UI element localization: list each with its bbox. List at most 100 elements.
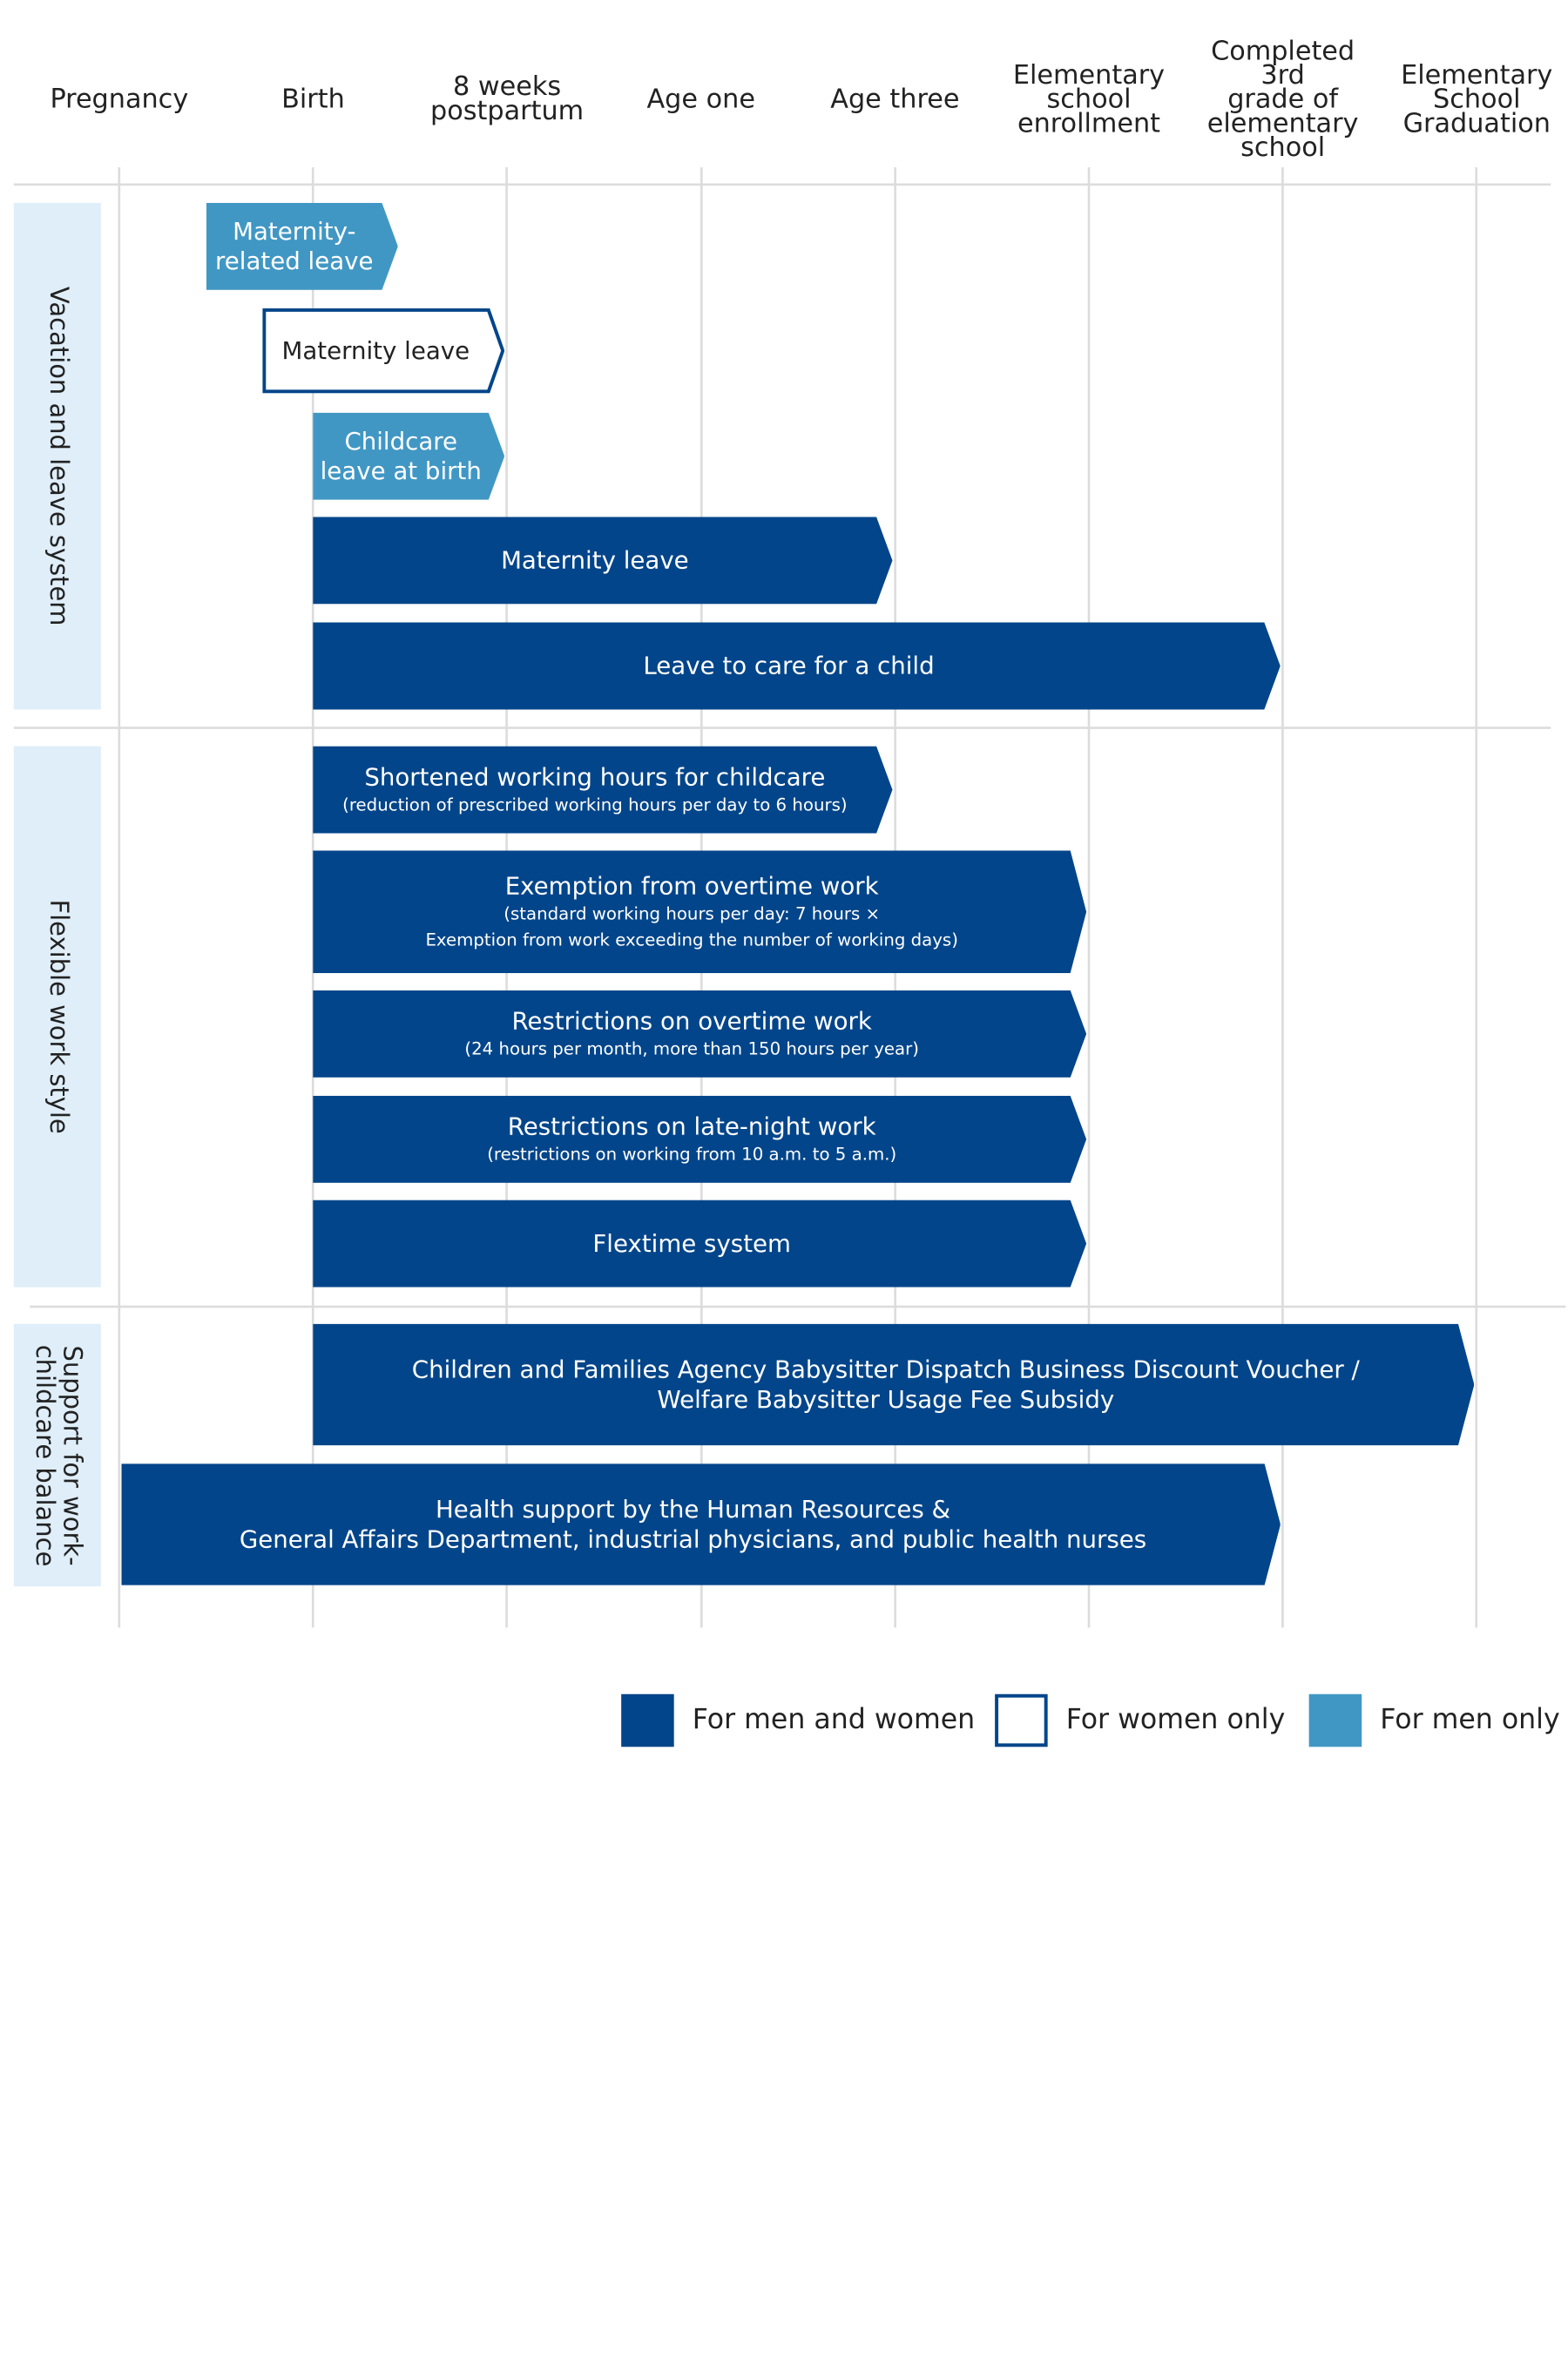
legend-swatch-men-and-women xyxy=(621,1693,674,1747)
program-subtitle: (24 hours per month, more than 150 hours… xyxy=(464,1038,919,1059)
stage-label: Age one xyxy=(604,59,799,139)
program-arrow-shape xyxy=(313,622,1281,710)
section-divider xyxy=(13,727,1551,729)
program-bar: Exemption from overtime work(standard wo… xyxy=(313,850,1087,974)
program-arrow-polygon xyxy=(313,622,1281,710)
section-divider xyxy=(30,1305,1566,1308)
stage-label-line: elementary xyxy=(1206,108,1359,139)
program-title: Shortened working hours for childcare xyxy=(364,762,826,791)
program-text: Shortened working hours for childcare(re… xyxy=(342,761,863,817)
legend-label: For men only xyxy=(1380,1703,1560,1736)
stage-label: Pregnancy xyxy=(22,59,217,139)
category-label: Support for work-childcare balance xyxy=(13,1323,101,1587)
program-title: Restrictions on late-night work xyxy=(507,1112,876,1140)
legend-swatch-men-only xyxy=(1308,1693,1362,1747)
program-title: Childcare xyxy=(344,427,458,456)
program-bar: Flextime system xyxy=(313,1200,1087,1288)
stage-label-line: Birth xyxy=(281,84,345,114)
program-text: Children and Families Agency Babysitter … xyxy=(412,1355,1376,1414)
program-arrow-shape xyxy=(313,990,1087,1078)
program-subtitle: Exemption from work exceeding the number… xyxy=(425,929,958,950)
program-text: Maternity leave xyxy=(501,545,705,575)
program-subtitle: (standard working hours per day: 7 hours… xyxy=(504,902,881,923)
stage-label-line: Elementary xyxy=(1401,60,1553,91)
program-bar: Maternity-related leave xyxy=(206,202,398,290)
program-title: Children and Families Agency Babysitter … xyxy=(411,1355,1360,1384)
category-label: Flexible work style xyxy=(13,746,101,1288)
program-title: Maternity- xyxy=(233,218,356,246)
program-arrow-polygon xyxy=(313,850,1087,974)
program-text: Maternity leave xyxy=(282,336,486,366)
program-title: leave at birth xyxy=(320,457,482,485)
stage-label-line: School xyxy=(1433,84,1521,114)
section-divider xyxy=(13,183,1551,186)
program-bar: Shortened working hours for childcare(re… xyxy=(313,746,893,834)
program-arrow-polygon xyxy=(262,308,505,394)
program-text: Flextime system xyxy=(592,1229,807,1259)
stage-label-line: Elementary xyxy=(1012,60,1166,91)
stage-label-line: school xyxy=(1240,132,1326,163)
program-arrow-shape xyxy=(313,1095,1087,1183)
category-text: Support for work-childcare balance xyxy=(30,1344,86,1566)
program-bar: Health support by the Human Resources &G… xyxy=(121,1463,1281,1585)
category-text-line: Flexible work style xyxy=(44,899,72,1134)
program-title: General Affairs Department, industrial p… xyxy=(239,1525,1147,1553)
stage-gridline xyxy=(312,167,314,1628)
program-text: Exemption from overtime work(standard wo… xyxy=(425,870,974,953)
category-text: Flexible work style xyxy=(44,899,72,1134)
program-arrow-polygon xyxy=(313,990,1087,1078)
program-title: Maternity leave xyxy=(281,336,470,365)
program-arrow-shape xyxy=(313,517,893,605)
program-title: Leave to care for a child xyxy=(643,652,935,680)
program-bar: Children and Families Agency Babysitter … xyxy=(313,1323,1475,1446)
stage-label-line: Age one xyxy=(646,84,755,114)
program-arrow-polygon xyxy=(313,1200,1087,1288)
stage-label-line: enrollment xyxy=(1017,108,1161,139)
program-bar: Leave to care for a child xyxy=(313,622,1281,710)
program-text: Leave to care for a child xyxy=(643,651,950,680)
program-text: Restrictions on overtime work(24 hours p… xyxy=(464,1006,935,1062)
stage-label-line: Graduation xyxy=(1402,108,1551,139)
program-text: Maternity-related leave xyxy=(215,217,389,276)
program-arrow-shape xyxy=(313,850,1087,974)
program-bar: Maternity leave xyxy=(313,517,893,605)
stage-gridline xyxy=(1475,167,1478,1628)
stage-label-line: school xyxy=(1046,84,1132,114)
category-text-line: Support for work- xyxy=(57,1344,86,1565)
stage-label-line: Completed 3rd xyxy=(1211,36,1355,91)
legend-swatch-women-only xyxy=(995,1693,1048,1747)
category-label: Vacation and leave system xyxy=(13,202,101,710)
stage-gridline xyxy=(1087,167,1091,1628)
stage-label-line: grade of xyxy=(1227,84,1339,114)
program-title: Flextime system xyxy=(592,1229,791,1258)
program-arrow-polygon xyxy=(313,746,893,834)
program-subtitle: (restrictions on working from 10 a.m. to… xyxy=(487,1143,897,1165)
program-arrow-shape xyxy=(206,202,398,290)
program-arrow-shape xyxy=(313,746,893,834)
stage-label: Birth xyxy=(216,59,411,139)
program-bar: Restrictions on overtime work(24 hours p… xyxy=(313,990,1087,1078)
program-title: Exemption from overtime work xyxy=(504,871,879,900)
program-arrow-polygon xyxy=(313,517,893,605)
program-arrow-shape xyxy=(121,1463,1281,1585)
program-title: Maternity leave xyxy=(501,546,689,575)
category-text: Vacation and leave system xyxy=(44,286,72,626)
program-title: related leave xyxy=(215,247,374,275)
legend-label: For men and women xyxy=(692,1703,976,1736)
program-text: Health support by the Human Resources &G… xyxy=(240,1495,1163,1554)
program-bar: Maternity leave xyxy=(262,308,505,394)
program-arrow-polygon xyxy=(313,1323,1475,1446)
stage-gridline xyxy=(1281,167,1284,1628)
program-arrow-shape xyxy=(313,412,505,500)
category-text-line: Vacation and leave system xyxy=(44,286,72,626)
stage-label-line: Pregnancy xyxy=(50,84,189,114)
program-arrow-shape xyxy=(313,1200,1087,1288)
program-arrow-polygon xyxy=(121,1463,1281,1585)
stage-label-line: Age three xyxy=(830,84,960,114)
